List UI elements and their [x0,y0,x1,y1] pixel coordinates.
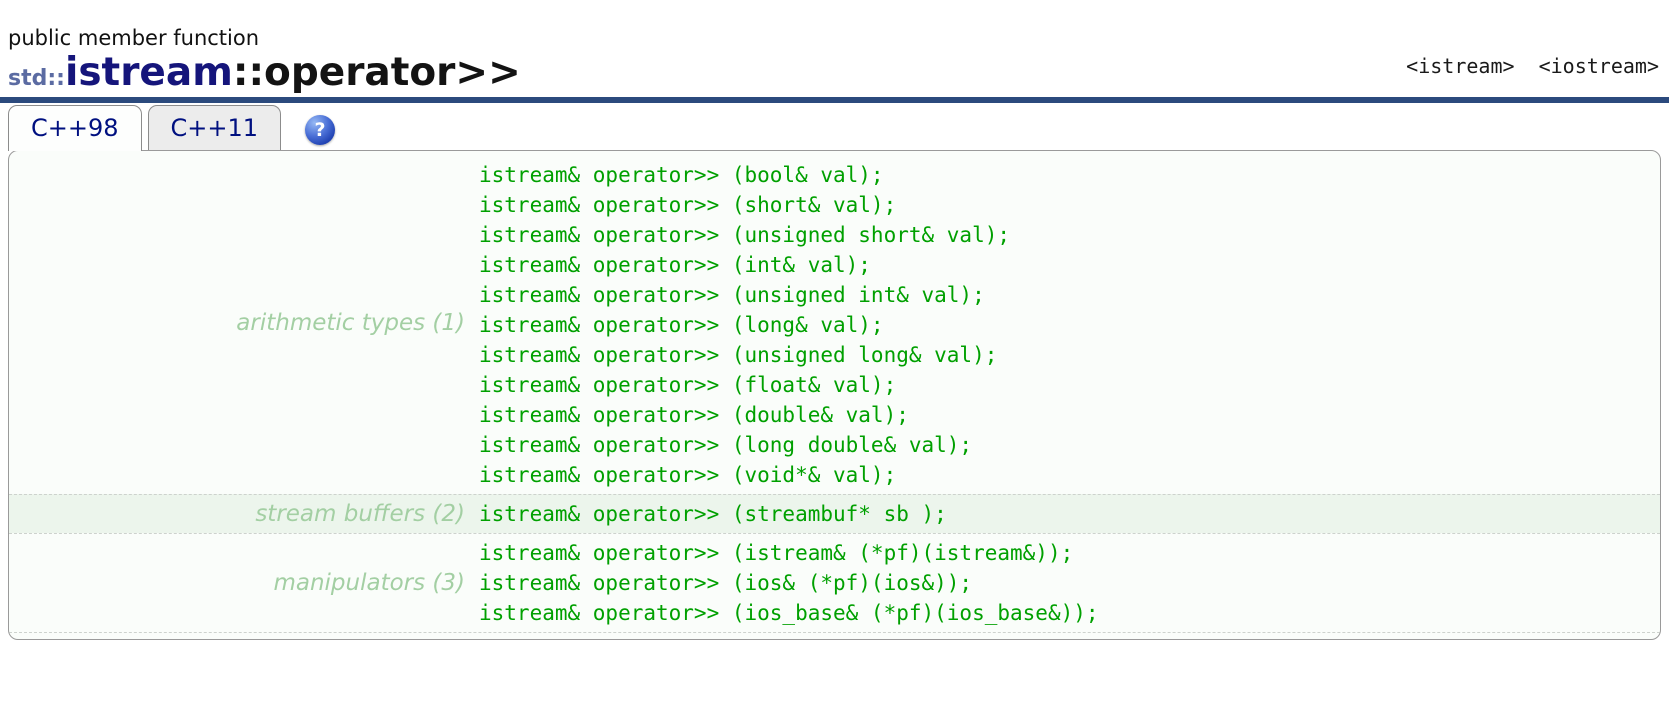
declaration-code-block: istream& operator>> (istream& (*pf)(istr… [479,541,1099,626]
title-member-name: ::operator>> [232,50,521,96]
tab-cpp98[interactable]: C++98 [8,105,142,152]
title-row: std::istream::operator>> <istream> <iost… [8,50,1659,96]
title-namespace: std:: [8,66,65,92]
declaration-row: stream buffers (2) istream& operator>> (… [9,494,1660,534]
title-class-name: istream [64,50,233,96]
declaration-group-label: arithmetic types (1) [236,309,465,336]
header-link-iostream[interactable]: <iostream> [1538,54,1659,79]
declaration-group-label: manipulators (3) [273,570,465,597]
declaration-group-label: stream buffers (2) [255,501,465,528]
tab-cpp11[interactable]: C++11 [147,105,282,151]
title-divider-rule [0,97,1669,104]
header-library-links: <istream> <iostream> [1394,54,1659,94]
help-icon[interactable]: ? [305,114,336,145]
page-header: public member function std::istream::ope… [0,0,1669,94]
declaration-code-block: istream& operator>> (bool& val); istream… [479,163,1011,488]
page-title: std::istream::operator>> [8,50,521,96]
declarations-panel: arithmetic types (1) istream& operator>>… [8,150,1661,641]
header-link-istream[interactable]: <istream> [1406,54,1515,79]
declaration-code-block: istream& operator>> (streambuf* sb ); [479,502,947,527]
page-kicker: public member function [8,26,260,50]
declaration-row: arithmetic types (1) istream& operator>>… [9,151,1660,494]
standard-version-tabbar: C++98 C++11 ? [0,105,1669,152]
declaration-row: manipulators (3) istream& operator>> (is… [9,533,1660,634]
